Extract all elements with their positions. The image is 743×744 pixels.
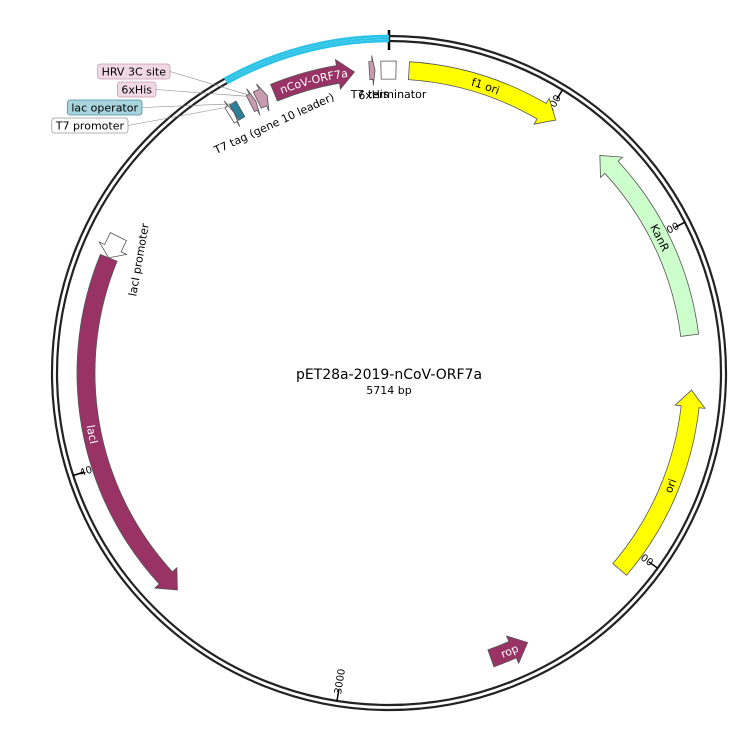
feature-label-t7-terminator: T7 terminator <box>350 88 427 101</box>
feature-f1-ori-0 <box>407 61 557 125</box>
tick-mark <box>556 89 564 100</box>
feature-t7-promoter-12 <box>223 100 241 127</box>
feature-kanr-1 <box>599 154 700 337</box>
feature-rop-3 <box>487 635 529 668</box>
feature-label-ori: ori <box>662 477 679 495</box>
tick-mark <box>72 471 84 477</box>
feature-laci-4 <box>76 253 178 591</box>
tick-label: 3000 <box>333 668 348 695</box>
insert-highlight-band <box>226 39 390 85</box>
insert-highlight-band <box>225 37 390 83</box>
callout-label-lac-operator: lac operator <box>71 102 138 115</box>
feature-label-t7-tag-gene-10-leader: T7 tag (gene 10 leader) <box>211 90 336 157</box>
tick-mark <box>674 221 686 228</box>
feature-t7-tag-gene-10-leader-9 <box>252 83 270 112</box>
callout-box-t7-promoter <box>51 117 129 134</box>
feature-label-laci-promoter: lacI promoter <box>126 222 152 297</box>
plasmid-length: 5714 bp <box>366 384 411 397</box>
insert-highlight-band <box>223 34 390 81</box>
tick-mark <box>648 561 659 569</box>
callout-label-hrv-3c-site: HRV 3C site <box>102 66 167 79</box>
feature-ncov-orf7a-6 <box>270 58 356 102</box>
insert-highlight <box>223 34 390 85</box>
feature-label-6xhis: 6xHis <box>358 88 390 103</box>
feature-callouts: HRV 3C site 6xHis lac operator T7 promoter <box>51 63 250 134</box>
feature-label-laci: lacI <box>84 424 101 445</box>
callout-label-6xhis: 6xHis <box>121 84 152 97</box>
callout-leader-line <box>141 103 234 108</box>
callout-leader-line <box>169 71 250 96</box>
plasmid-name: pET28a-2019-nCoV-ORF7a <box>296 367 482 383</box>
callout-leader-line <box>127 106 228 126</box>
feature-ori-2 <box>612 389 706 576</box>
feature-t7-terminator-8 <box>380 60 397 80</box>
feature-laci-promoter-5 <box>98 232 128 259</box>
feature-6xhis-7 <box>368 55 376 86</box>
feature-lac-operator-11 <box>228 100 246 121</box>
tick-mark <box>336 689 340 702</box>
callout-leader-line <box>155 89 248 97</box>
callout-label-t7-promoter: T7 promoter <box>55 120 125 133</box>
